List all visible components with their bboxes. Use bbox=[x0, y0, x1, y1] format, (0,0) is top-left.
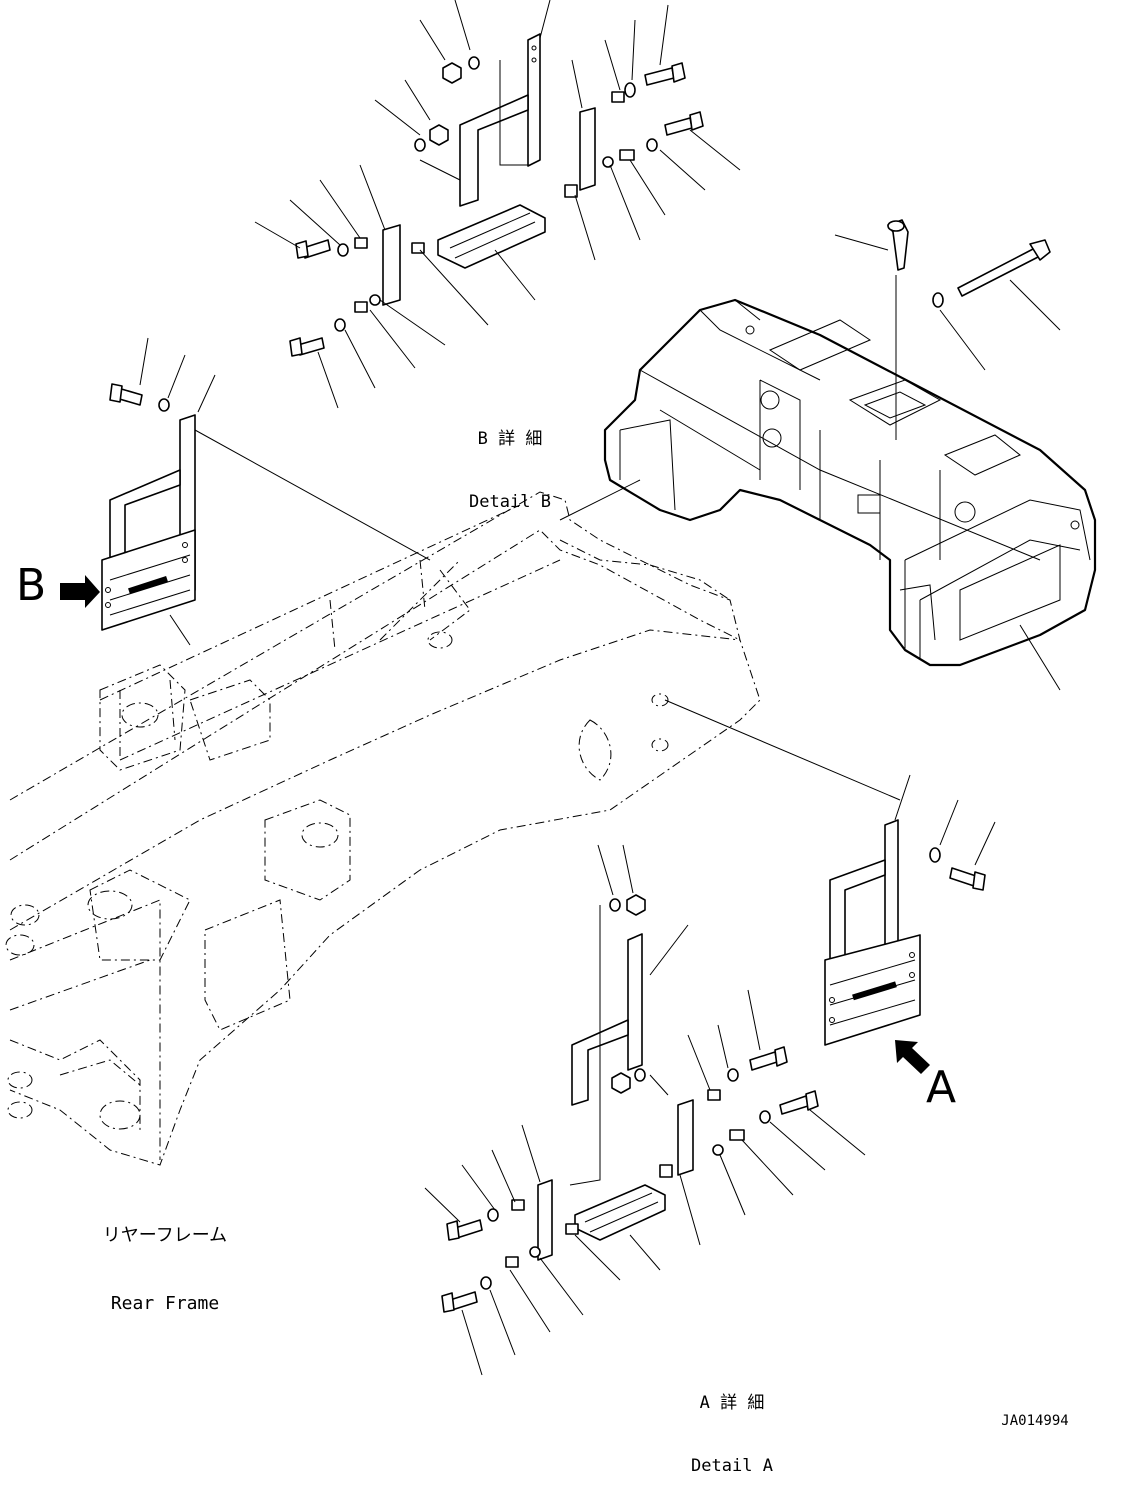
drawing-id: JA014994 bbox=[1001, 1413, 1069, 1429]
step-bracket-b-assembled bbox=[101, 414, 196, 631]
detail-b-parts bbox=[109, 33, 704, 412]
view-arrow-b bbox=[60, 575, 100, 608]
detail-a-label-en: Detail A bbox=[691, 1456, 773, 1477]
rear-frame-label-en: Rear Frame bbox=[110, 1292, 220, 1314]
counterweight-pin bbox=[887, 219, 909, 271]
view-a-letter: A bbox=[926, 1062, 957, 1113]
view-b-letter: B bbox=[16, 560, 47, 611]
detail-a-parts bbox=[441, 847, 986, 1313]
rear-frame-phantom bbox=[5, 491, 761, 1166]
rear-frame-label: リヤーフレーム Rear Frame bbox=[80, 1180, 250, 1338]
detail-b-label: B 詳 細 Detail B bbox=[440, 386, 580, 535]
detail-a-label-jp: A 詳 細 bbox=[699, 1392, 765, 1413]
counterweight bbox=[603, 298, 1097, 667]
parts-diagram bbox=[5, 0, 1097, 1376]
counterweight-bolt bbox=[932, 239, 1051, 308]
view-arrow-a bbox=[895, 1040, 930, 1074]
leader-lines bbox=[139, 0, 1061, 1376]
detail-a-label: A 詳 細 Detail A bbox=[662, 1350, 802, 1499]
step-bracket-a-assembled bbox=[824, 819, 921, 1046]
detail-b-label-en: Detail B bbox=[469, 492, 551, 513]
rear-frame-label-jp: リヤーフレーム bbox=[102, 1225, 228, 1246]
detail-b-label-jp: B 詳 細 bbox=[477, 428, 543, 449]
